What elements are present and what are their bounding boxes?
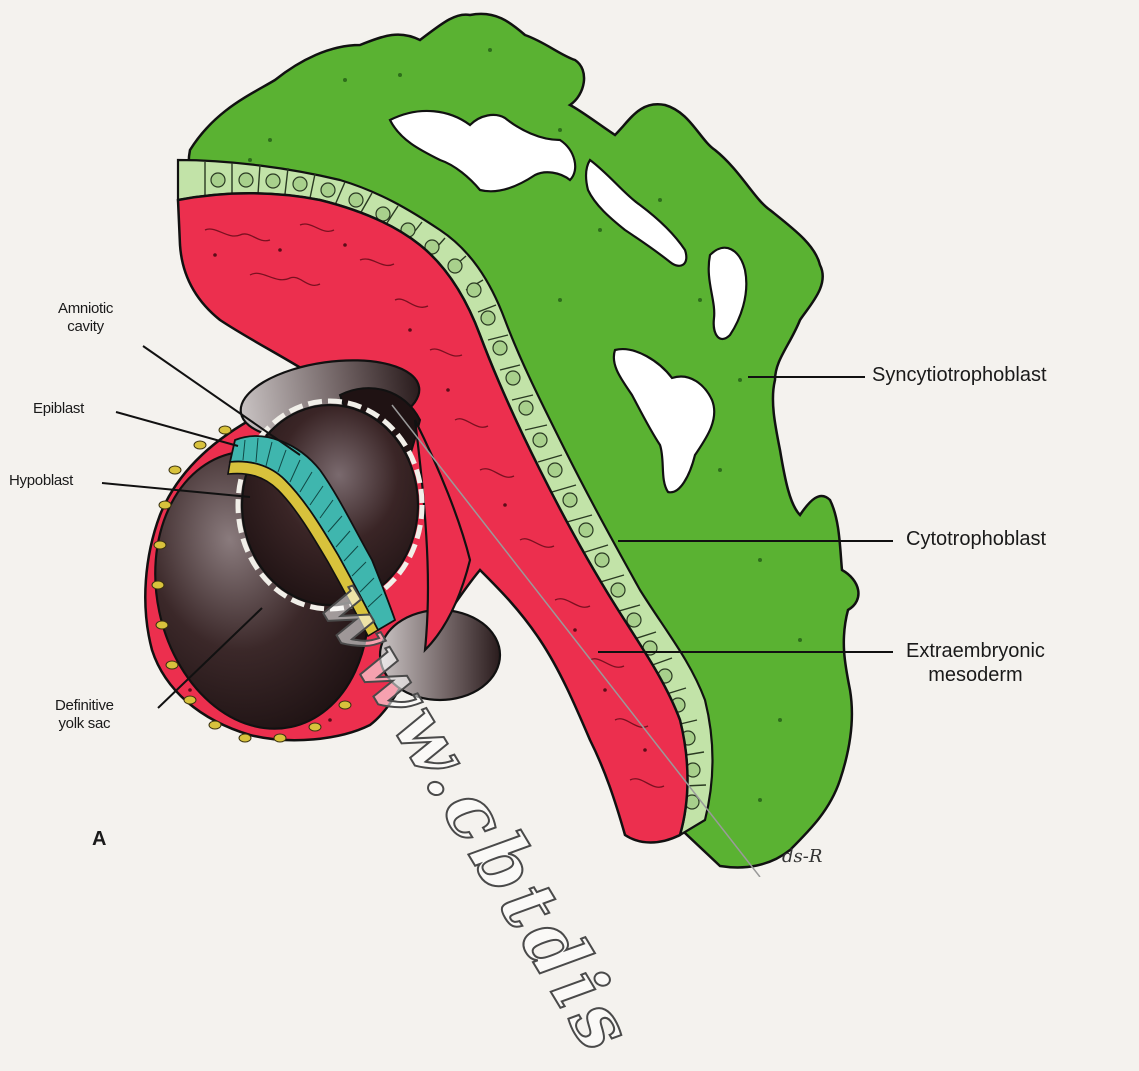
label-hypoblast: Hypoblast <box>9 472 73 490</box>
label-amniotic-cavity: Amniotic cavity <box>58 300 113 335</box>
label-cytotrophoblast: Cytotrophoblast <box>906 528 1046 552</box>
artist-signature: ds-R <box>782 846 822 867</box>
label-extraembryonic-mesoderm: Extraembryonic mesoderm <box>906 640 1045 687</box>
label-syncytiotrophoblast: Syncytiotrophoblast <box>872 364 1047 388</box>
label-epiblast: Epiblast <box>33 400 84 418</box>
diagram-canvas <box>0 0 1139 877</box>
panel-letter: A <box>92 828 106 851</box>
label-definitive-yolk-sac: Definitive yolk sac <box>55 697 114 732</box>
